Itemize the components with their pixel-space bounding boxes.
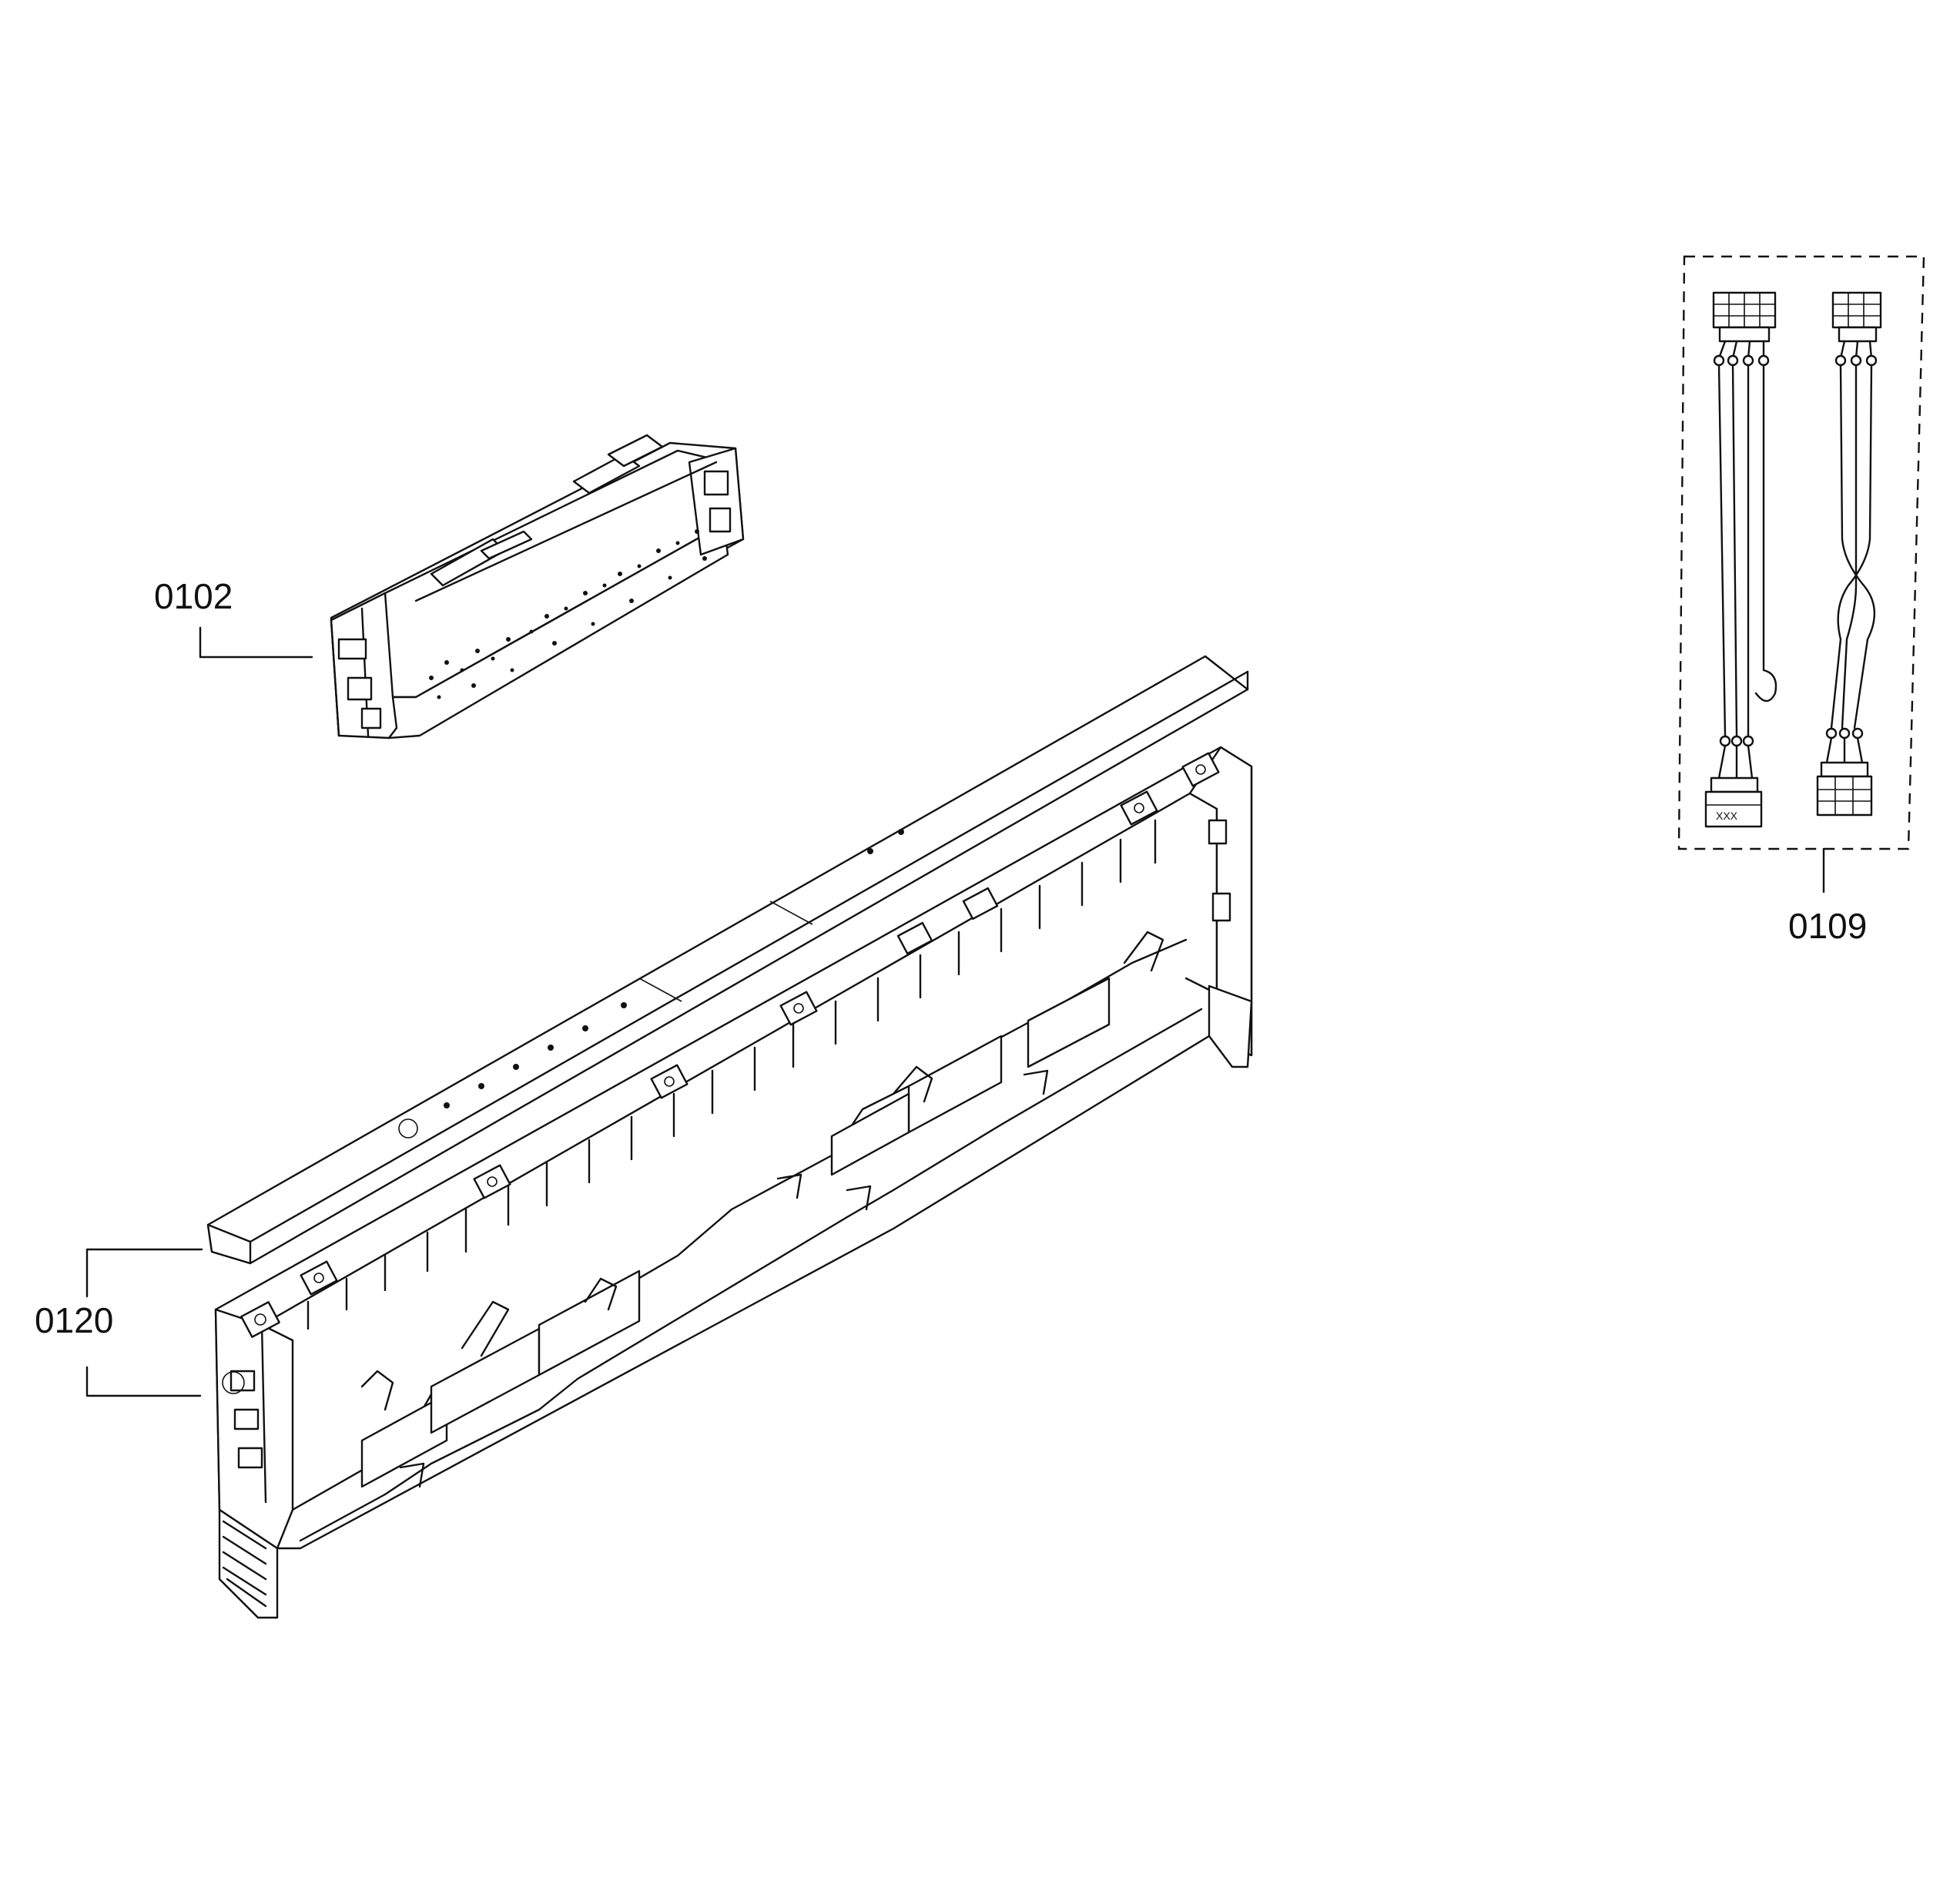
leader-0102 [199, 626, 313, 659]
label-0109: 0109 [1788, 906, 1867, 946]
svg-text:XXX: XXX [1716, 810, 1738, 822]
label-0102: 0102 [154, 576, 233, 616]
pcb-components [429, 529, 707, 699]
left-foot-teeth [222, 1520, 267, 1608]
control-panel-frame-drawing [206, 655, 1253, 1619]
harness-2 [1816, 291, 1882, 817]
frame-ribs [307, 819, 1157, 1330]
leader-0120-lower [85, 1366, 202, 1397]
leader-0120-upper [85, 1248, 203, 1298]
frame-latches [360, 931, 1164, 1488]
label-0120: 0120 [35, 1300, 113, 1340]
callout-leaders [85, 626, 1825, 1397]
wire-harness-drawing: XXX [1677, 255, 1925, 850]
control-module-drawing [330, 434, 745, 739]
harness-1: XXX [1704, 291, 1777, 828]
frame-mounting-tabs [473, 887, 999, 1199]
harness-group-box [1677, 255, 1925, 850]
